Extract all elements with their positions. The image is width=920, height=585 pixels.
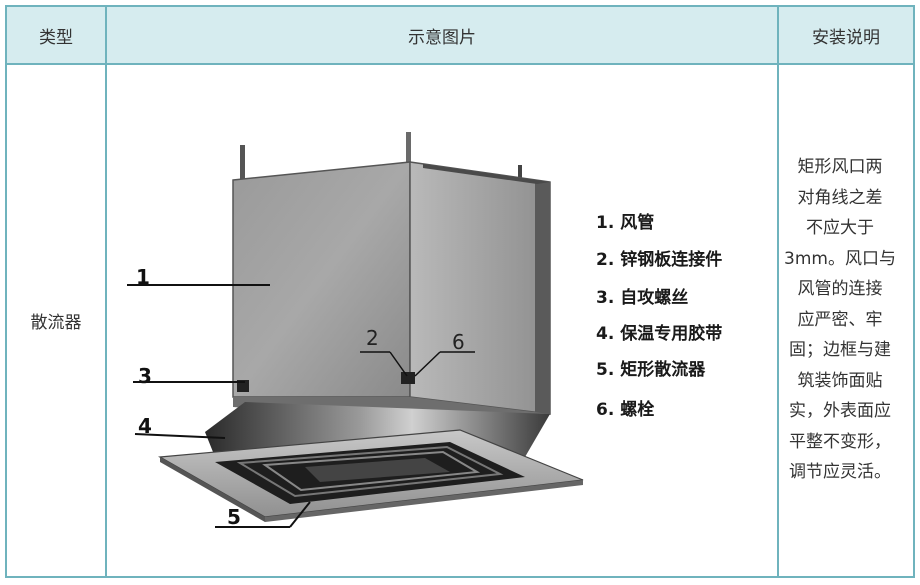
diffuser-illustration [127,132,584,528]
diffuser-plate-edge [265,480,583,522]
description-line: 对角线之差 [797,187,883,208]
duct-flange [423,164,550,184]
description-line: 实，外表面应 [789,401,891,421]
callout-5: 5 [227,505,241,529]
legend-item: 2. 锌钢板连接件 [596,250,723,270]
description-line: 3mm。风口与 [784,248,896,269]
legend-item: 3. 自攻螺丝 [596,288,689,308]
leader-line [289,501,311,528]
callout-4: 4 [138,414,152,438]
diffuser-plate-edge [160,457,265,522]
install-description: 矩形风口两 对角线之差 不应大于 3mm。风口与 风管的连接 应严密、牢 固；边… [775,152,905,488]
threaded-rod [518,165,522,187]
legend-item: 1. 风管 [596,213,655,233]
header-image: 示意图片 [408,27,476,48]
callout-3: 3 [138,364,152,388]
callout-1: 1 [136,265,150,289]
diffuser-louver-ring [262,450,481,492]
description-line: 筑装饰面贴 [797,370,883,391]
description-line: 平整不变形， [789,431,891,452]
diffuser-center [305,458,450,482]
leader-line [134,433,226,439]
description-line: 应严密、牢 [797,309,883,330]
duct-side-face [409,161,551,415]
header-type: 类型 [39,27,73,48]
legend-item: 6. 螺栓 [596,400,655,420]
column-divider [105,7,107,576]
leader-line [414,351,441,377]
diffuser-louver-ring [236,445,504,498]
table-header [7,7,913,65]
column-divider [777,7,779,576]
callout-2: 2 [366,326,379,350]
legend-item: 4. 保温专用胶带 [596,324,723,344]
duct-front-face [232,161,411,398]
leader-line [389,351,408,377]
row-type: 散流器 [30,313,82,333]
description-line: 矩形风口两 [797,157,883,177]
callout-6: 6 [452,330,465,354]
legend-item: 5. 矩形散流器 [596,360,706,380]
description-line: 调节应灵活。 [789,462,891,482]
description-line: 不应大于 [806,218,874,238]
duct-flange [535,180,550,414]
connector-bracket [401,372,415,384]
description-line: 风管的连接 [797,279,883,299]
install-table: 类型 示意图片 安装说明 散流器 [5,5,915,578]
header-install: 安装说明 [812,27,880,48]
description-line: 固；边框与建 [789,340,891,360]
